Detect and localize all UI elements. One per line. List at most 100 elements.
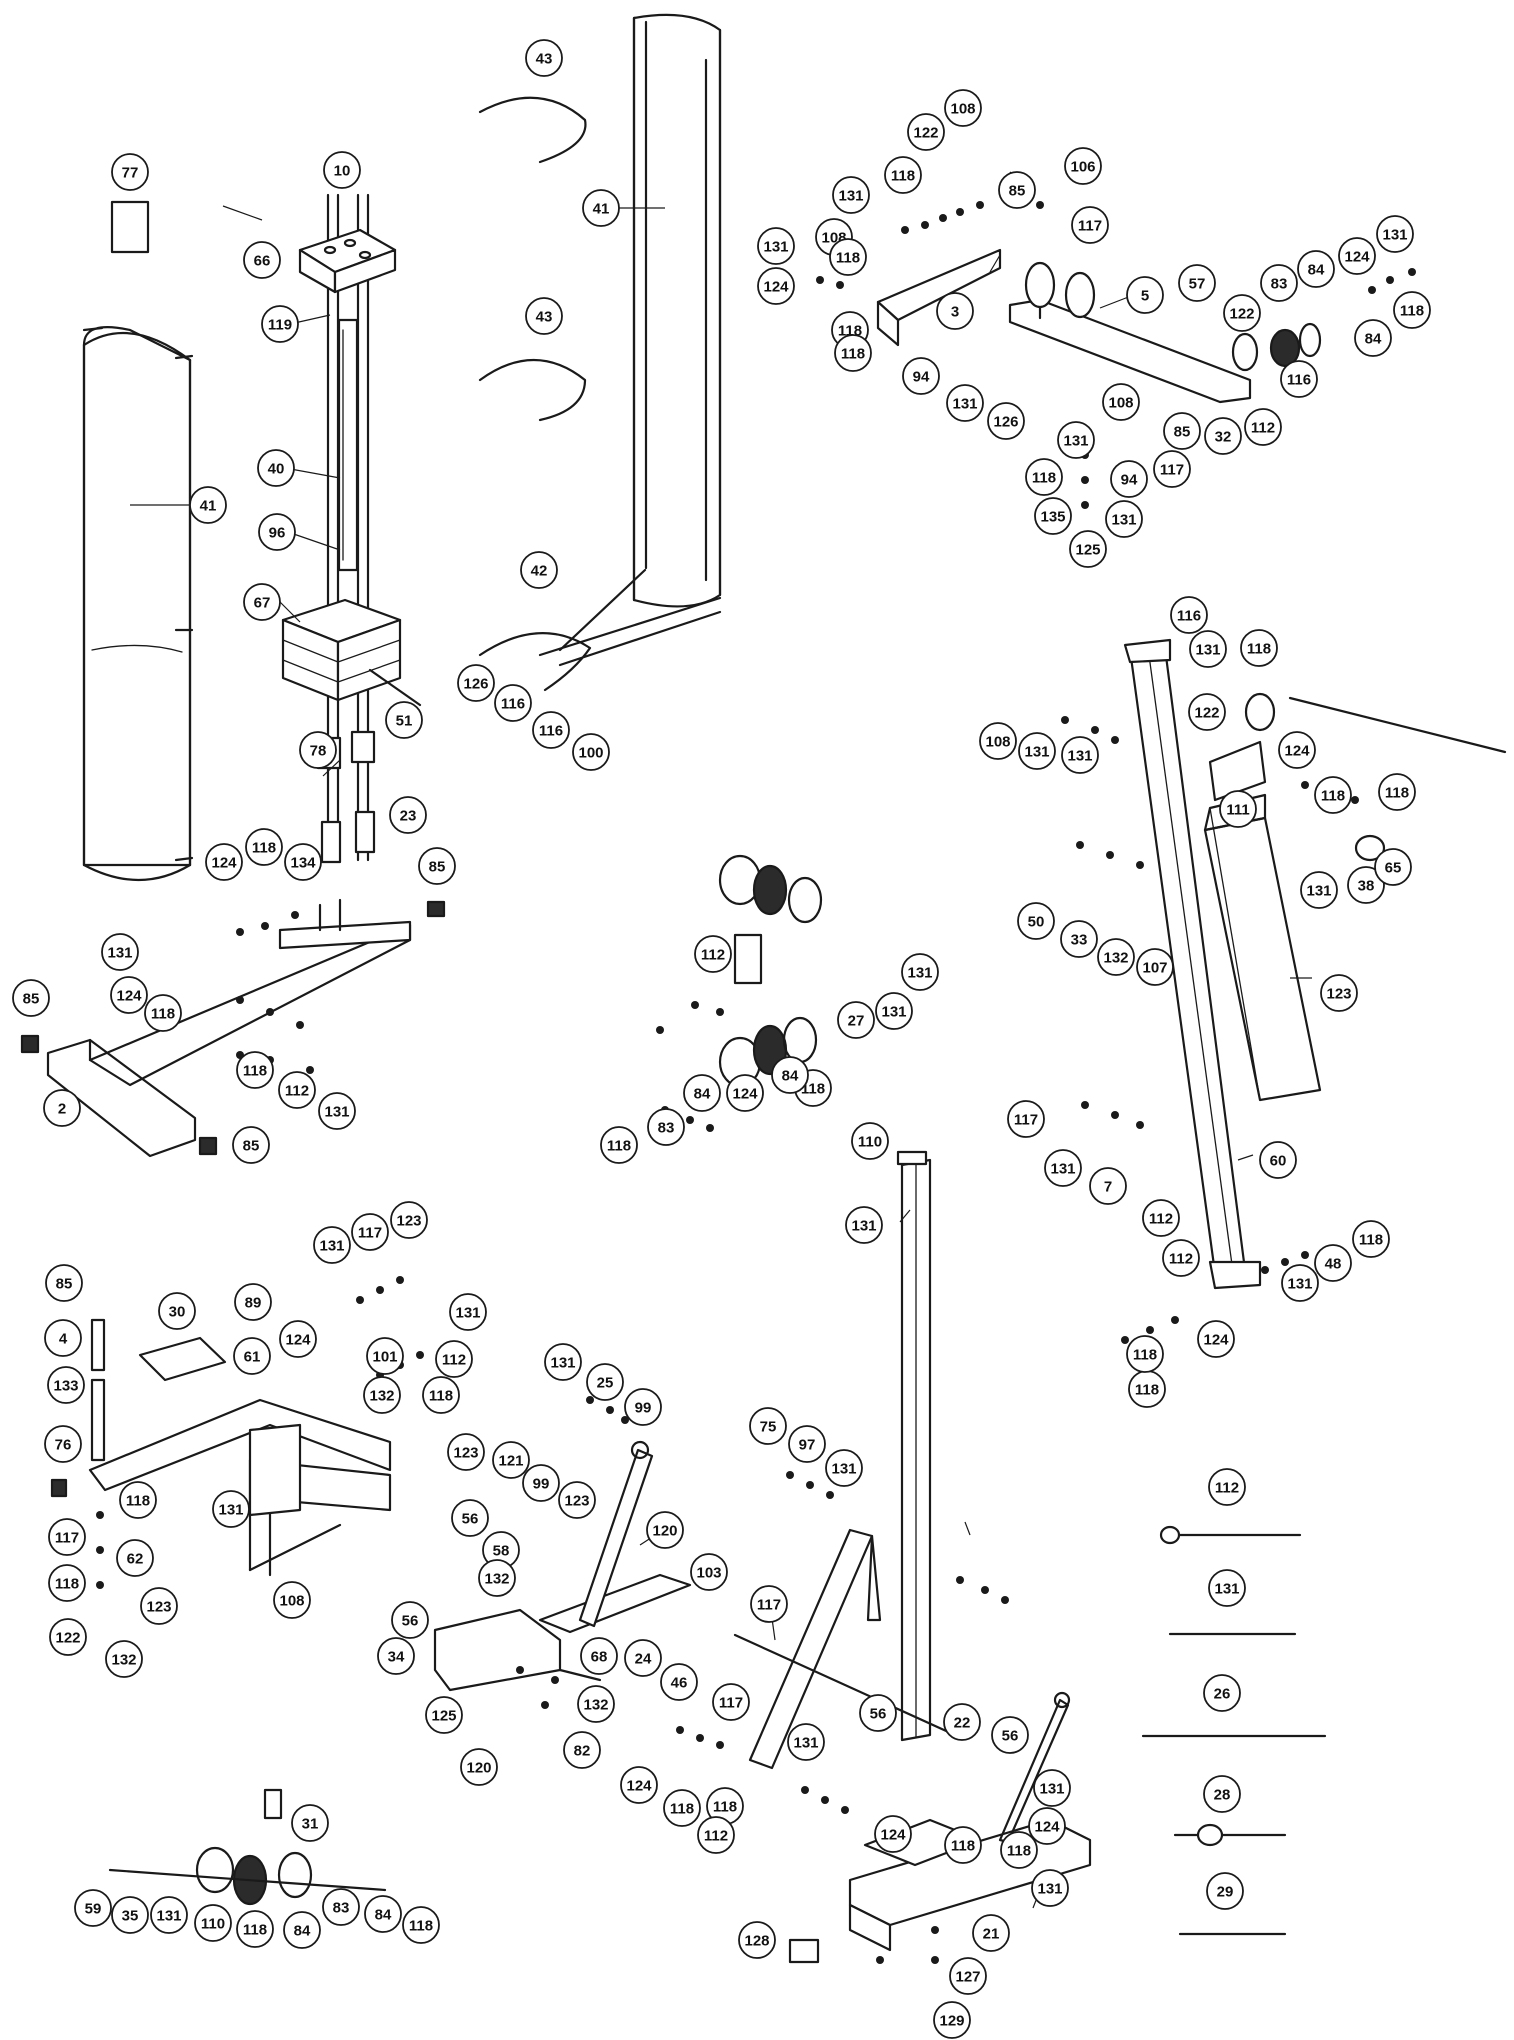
callout-circle: [1142, 1199, 1180, 1237]
callout-66: 66: [243, 241, 281, 279]
callout-circle: [322, 1888, 360, 1926]
callout-label: 84: [294, 1923, 311, 1940]
callout-85: 85: [1163, 412, 1201, 450]
callout-129: 129: [933, 2001, 971, 2039]
callout-circle: [558, 1481, 596, 1519]
callout-131: 131: [101, 933, 139, 971]
callout-circle: [1376, 215, 1414, 253]
callout-label: 118: [607, 1138, 631, 1155]
callout-label: 108: [1108, 395, 1133, 412]
callout-label: 131: [831, 1461, 856, 1478]
callout-84: 84: [771, 1056, 809, 1094]
callout-label: 131: [851, 1218, 876, 1235]
callout-circle: [236, 1051, 274, 1089]
callout-label: 124: [1344, 249, 1370, 266]
callout-110: 110: [194, 1904, 232, 1942]
callout-131: 131: [1376, 215, 1414, 253]
callout-circle: [110, 976, 148, 1014]
callout-135: 135: [1034, 497, 1072, 535]
callout-label: 123: [146, 1599, 171, 1616]
callout-65: 65: [1374, 848, 1412, 886]
callout-122: 122: [1223, 294, 1261, 332]
callout-label: 131: [907, 965, 932, 982]
callout-circle: [44, 1319, 82, 1357]
callout-label: 118: [1133, 1347, 1157, 1364]
callout-131: 131: [845, 1206, 883, 1244]
part-127-cap: [788, 1938, 820, 1964]
callout-label: 133: [53, 1378, 78, 1395]
callout-circle: [1136, 948, 1174, 986]
callout-circle: [45, 1264, 83, 1302]
callout-label: 119: [268, 317, 292, 334]
callout-107: 107: [1136, 948, 1174, 986]
callout-label: 24: [635, 1651, 652, 1668]
callout-108: 108: [979, 722, 1017, 760]
callout-circle: [1374, 848, 1412, 886]
callout-120: 120: [460, 1748, 498, 1786]
callout-circle: [600, 1126, 638, 1164]
callout-circle: [150, 1896, 188, 1934]
callout-circle: [577, 1685, 615, 1723]
callout-circle: [1170, 596, 1208, 634]
callout-circle: [750, 1585, 788, 1623]
callout-label: 107: [1142, 960, 1167, 977]
callout-label: 43: [536, 51, 553, 68]
callout-circle: [1089, 1167, 1127, 1205]
callout-circle: [874, 1815, 912, 1853]
callout-108: 108: [1102, 383, 1140, 421]
callout-85: 85: [418, 847, 456, 885]
callout-118: 118: [1000, 1831, 1038, 1869]
callout-label: 132: [484, 1571, 509, 1588]
callout-circle: [189, 486, 227, 524]
callout-circle: [258, 513, 296, 551]
callout-124: 124: [205, 843, 243, 881]
callout-circle: [457, 664, 495, 702]
callout-108: 108: [273, 1581, 311, 1619]
part-78-bushing-2: [350, 730, 376, 764]
callout-label: 131: [1024, 744, 1049, 761]
callout-label: 117: [1160, 462, 1184, 479]
callout-94: 94: [1110, 460, 1148, 498]
callout-118: 118: [402, 1906, 440, 1944]
callout-circle: [1028, 1807, 1066, 1845]
part-50-roller: [1354, 834, 1386, 862]
callout-circle: [1153, 450, 1191, 488]
callout-circle: [949, 1957, 987, 1995]
callout-circle: [1007, 1100, 1045, 1138]
callout-60: 60: [1259, 1141, 1297, 1179]
callout-131: 131: [832, 176, 870, 214]
callout-circle: [998, 171, 1036, 209]
callout-132: 132: [577, 1685, 615, 1723]
callout-circle: [1240, 629, 1278, 667]
callout-circle: [1061, 736, 1099, 774]
callout-61: 61: [233, 1337, 271, 1375]
callout-circle: [580, 1637, 618, 1675]
callout-131: 131: [1300, 871, 1338, 909]
callout-85: 85: [45, 1264, 83, 1302]
callout-circle: [845, 1206, 883, 1244]
callout-circle: [243, 241, 281, 279]
callout-circle: [757, 267, 795, 305]
callout-label: 132: [1103, 950, 1128, 967]
callout-circle: [1000, 1831, 1038, 1869]
callout-label: 124: [116, 988, 142, 1005]
callout-circle: [683, 1074, 721, 1112]
callout-label: 118: [713, 1799, 737, 1816]
part-2-base-frame: [46, 898, 412, 1158]
callout-circle: [1017, 902, 1055, 940]
callout-85: 85: [232, 1126, 270, 1164]
callout-118: 118: [236, 1910, 274, 1948]
callout-117: 117: [712, 1683, 750, 1721]
callout-label: 21: [983, 1926, 1000, 1943]
callout-131: 131: [901, 953, 939, 991]
callout-76: 76: [44, 1425, 82, 1463]
callout-118: 118: [829, 238, 867, 276]
callout-circle: [351, 1213, 389, 1251]
callout-label: 131: [1039, 1781, 1064, 1798]
callout-label: 117: [719, 1695, 743, 1712]
callout-111: 111: [1219, 790, 1257, 828]
callout-118: 118: [422, 1376, 460, 1414]
callout-circle: [116, 1539, 154, 1577]
callout-label: 131: [455, 1305, 480, 1322]
